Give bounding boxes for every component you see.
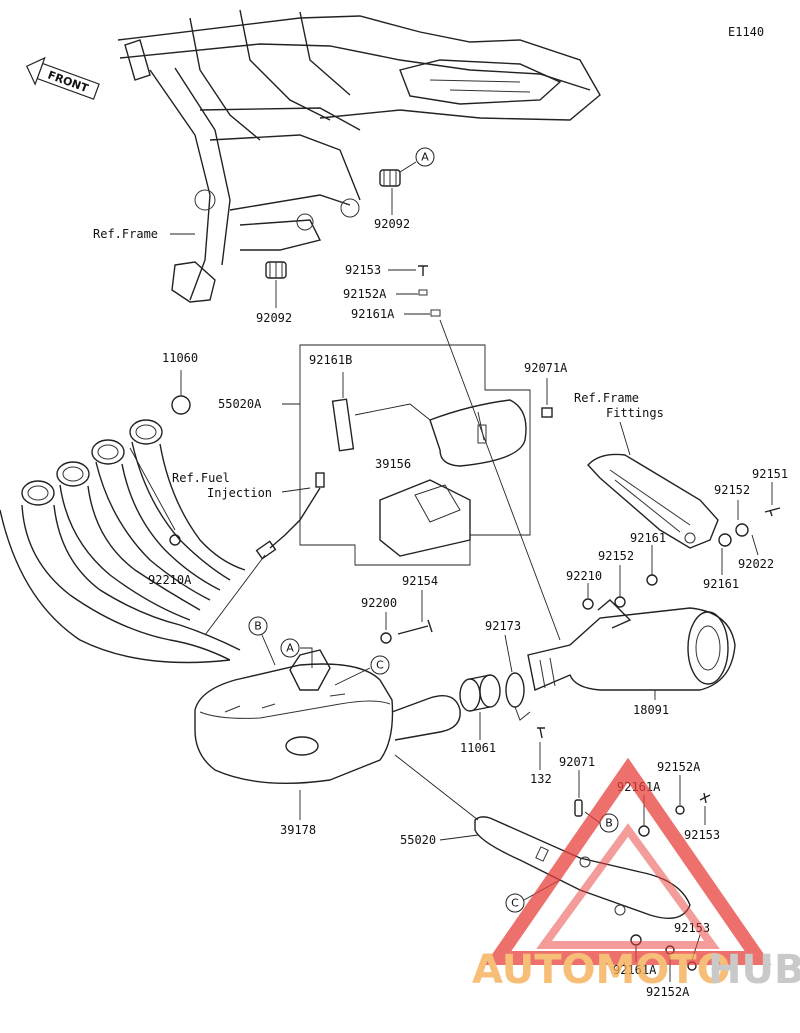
diagram-code: E1140 — [728, 25, 764, 39]
callout-b-lower: B — [599, 813, 619, 833]
callout-a-upper: A — [415, 147, 435, 167]
guard-group-outline — [299, 344, 531, 566]
gasket-11061 — [459, 674, 501, 712]
watermark-text-b: HUB — [708, 947, 800, 993]
svg-text:B: B — [605, 817, 613, 830]
part-92152A-bottom: 92152A — [657, 760, 701, 774]
part-92161-right: 92161 — [630, 531, 666, 545]
pad-92161B — [331, 398, 355, 452]
part-92092-lower: 92092 — [256, 311, 292, 325]
part-92200: 92200 — [361, 596, 397, 610]
bolt-92210-right — [582, 598, 594, 610]
watermark-triangle-icon — [484, 757, 772, 965]
collar-92161-right — [718, 533, 732, 547]
part-92153-bottom: 92153 — [684, 828, 720, 842]
part-92092-upper: 92092 — [374, 217, 410, 231]
exhaust-header-pipes — [0, 419, 246, 664]
oxygen-sensor — [255, 472, 325, 560]
collar-92092-upper — [379, 169, 401, 187]
collar-92161A-bottom — [638, 825, 650, 837]
part-92071A: 92071A — [524, 361, 568, 375]
bolt-92154 — [397, 619, 433, 635]
part-11061: 11061 — [460, 741, 496, 755]
part-92161A-bottom2: 92161A — [613, 963, 657, 977]
grommet-92071 — [574, 799, 583, 817]
part-92210A: 92210A — [148, 573, 192, 587]
part-92154: 92154 — [402, 574, 438, 588]
part-39156: 39156 — [375, 457, 411, 471]
pad-39156 — [379, 479, 471, 557]
ref-frame-fittings-1: Ref.Frame — [574, 391, 639, 405]
part-92152-right: 92152 — [714, 483, 750, 497]
part-92161A-top: 92161A — [351, 307, 395, 321]
svg-text:A: A — [421, 151, 429, 164]
part-92210-right: 92210 — [566, 569, 602, 583]
washer-92152-mid — [614, 596, 626, 608]
washer-92200 — [380, 632, 392, 644]
collar-92092-lower — [265, 261, 287, 279]
svg-text:C: C — [376, 659, 384, 672]
ref-fuel-2: Injection — [207, 486, 272, 500]
svg-text:B: B — [254, 620, 262, 633]
pre-chamber-39178 — [194, 649, 461, 785]
watermark-text-a: AUTOMOTO — [472, 947, 731, 993]
nut-92210A — [169, 534, 181, 546]
heat-guard-55020 — [474, 816, 691, 919]
part-55020: 55020 — [400, 833, 436, 847]
part-92161-right2: 92161 — [703, 577, 739, 591]
grommet-92071A — [541, 407, 553, 418]
part-92153-top: 92153 — [345, 263, 381, 277]
part-92161B: 92161B — [309, 353, 352, 367]
frame-drawing — [117, 9, 601, 303]
part-18091: 18091 — [633, 703, 669, 717]
part-55020A: 55020A — [218, 397, 262, 411]
svg-text:C: C — [511, 897, 519, 910]
washer-92152-right — [735, 523, 749, 537]
ref-frame-fittings-2: Fittings — [606, 406, 664, 420]
ref-fuel-1: Ref.Fuel — [172, 471, 230, 485]
callout-b-upper: B — [248, 616, 268, 636]
bolt-stack-top — [418, 265, 441, 317]
muffler-18091 — [527, 599, 736, 691]
gasket-11060 — [171, 395, 191, 415]
part-92151: 92151 — [752, 467, 788, 481]
heat-guard-55020A — [429, 399, 527, 467]
part-132: 132 — [530, 772, 552, 786]
bolt-132 — [537, 727, 545, 739]
part-92152A-bottom2: 92152A — [646, 985, 690, 999]
part-11060: 11060 — [162, 351, 198, 365]
part-92022: 92022 — [738, 557, 774, 571]
part-92152-mid: 92152 — [598, 549, 634, 563]
front-arrow-icon: FRONT — [25, 56, 100, 100]
automotohub-watermark: AUTOMOTO HUB — [472, 757, 800, 993]
callout-c-lower: C — [505, 893, 525, 913]
callout-c-upper: C — [370, 655, 390, 675]
ref-frame-label: Ref.Frame — [93, 227, 158, 241]
part-92152A-top: 92152A — [343, 287, 387, 301]
bolt-92153-bottom — [699, 792, 711, 804]
collar-92161-mid — [646, 574, 658, 586]
part-92173: 92173 — [485, 619, 521, 633]
bolt-92151 — [764, 507, 781, 517]
svg-text:A: A — [286, 642, 294, 655]
callout-a-lower: A — [280, 638, 300, 658]
part-39178: 39178 — [280, 823, 316, 837]
washer-92152A-bottom — [675, 805, 685, 815]
clamp-92173 — [505, 672, 531, 721]
muffler-bracket — [587, 453, 719, 549]
part-92071: 92071 — [559, 755, 595, 769]
